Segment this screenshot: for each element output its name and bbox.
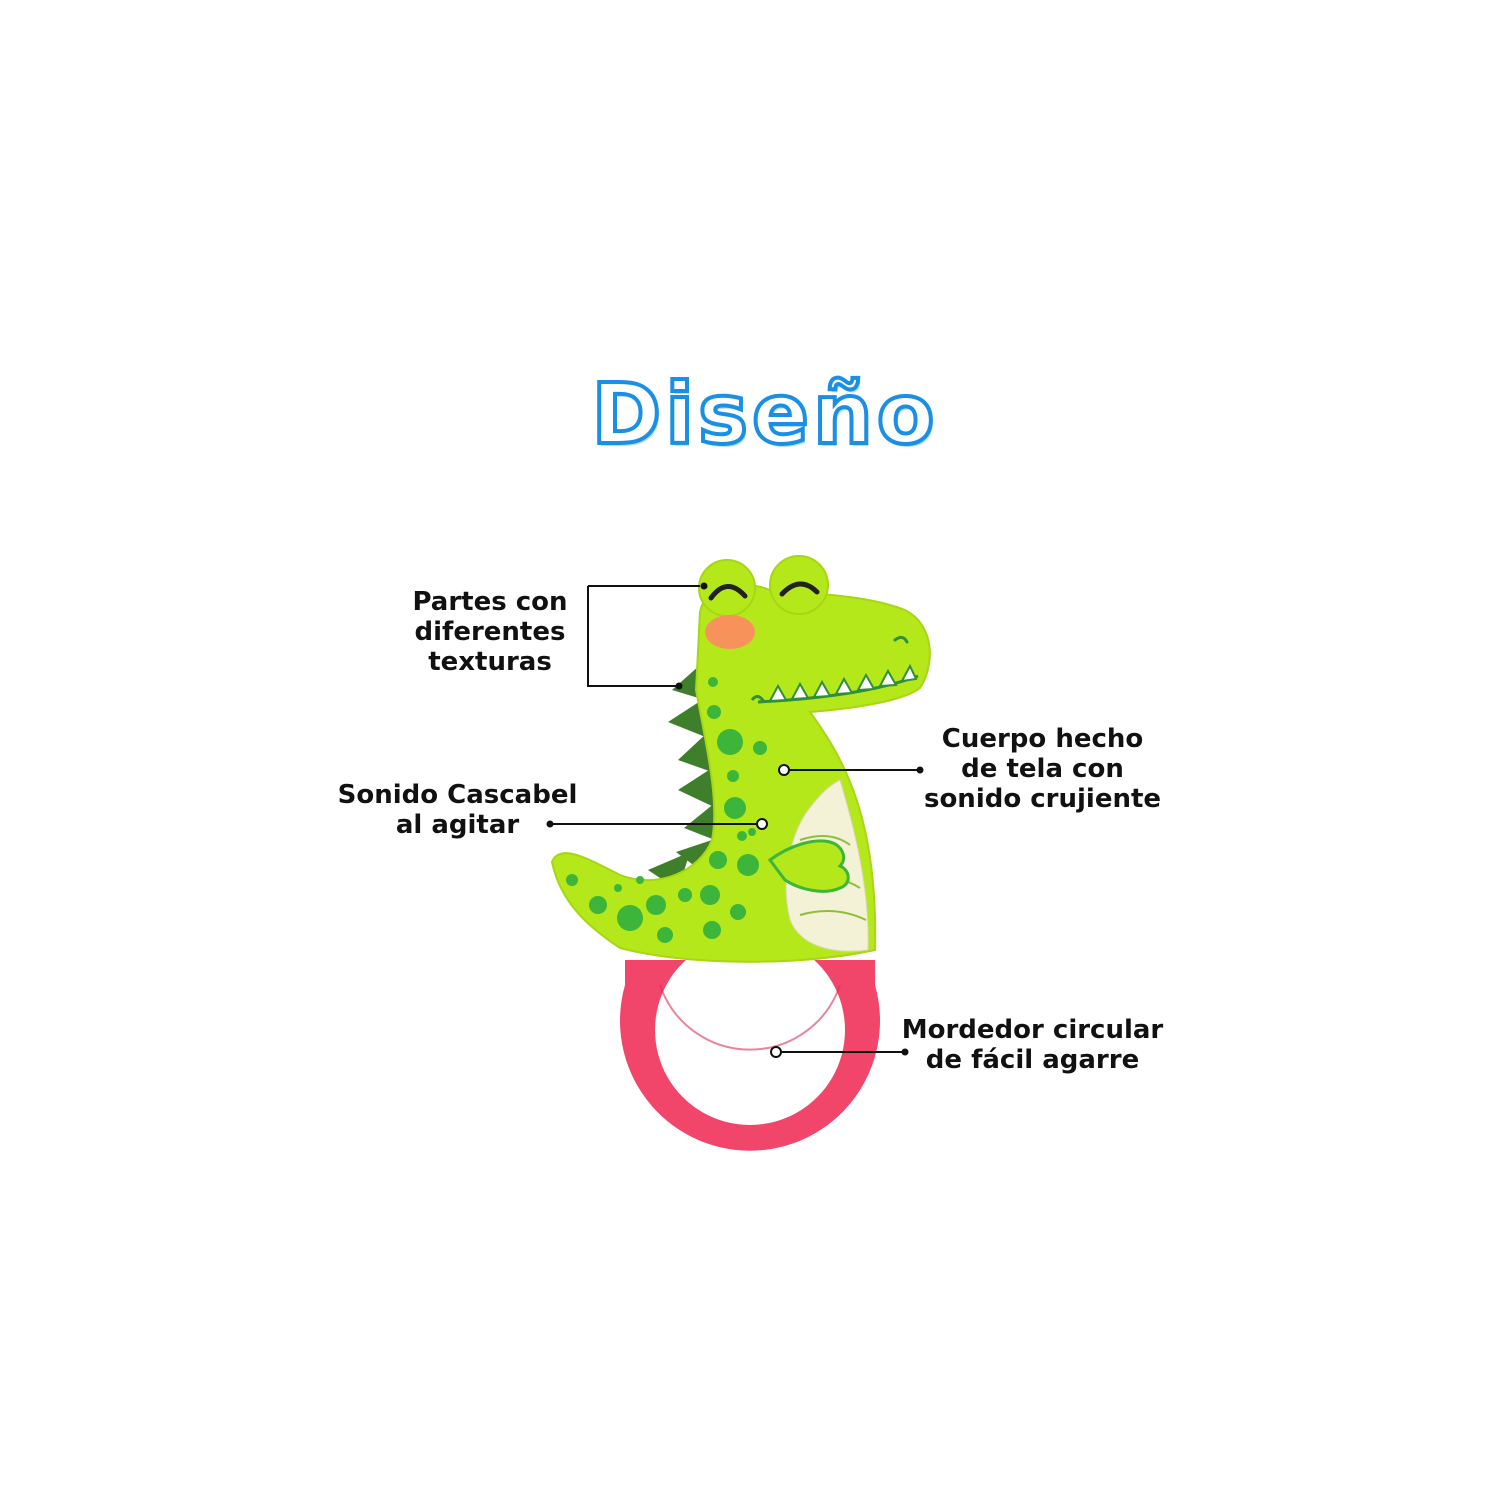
callout-body-connector bbox=[778, 764, 924, 776]
callout-line: Cuerpo hecho bbox=[941, 724, 1144, 754]
cheek bbox=[705, 615, 755, 649]
callout-teether-connector bbox=[770, 1046, 909, 1058]
closed-eye-icon bbox=[708, 584, 748, 601]
callout-line: diferentes bbox=[414, 617, 566, 647]
closed-eye-icon bbox=[779, 581, 820, 597]
teether-ring bbox=[620, 935, 880, 1151]
callout-line: Partes con bbox=[412, 587, 568, 617]
callout-line: texturas bbox=[428, 647, 552, 677]
callout-rattle-connector bbox=[546, 818, 768, 830]
arm bbox=[767, 839, 850, 893]
callout-line: al agitar bbox=[395, 810, 520, 840]
callout-rattle-label: Sonido Cascabel al agitar bbox=[330, 780, 585, 840]
callout-line: Mordedor circular bbox=[901, 1015, 1164, 1045]
callout-textures-connector bbox=[587, 582, 708, 690]
callout-line: de tela con bbox=[961, 754, 1124, 784]
callout-textures-label: Partes con diferentes texturas bbox=[405, 587, 575, 677]
eye-bumps bbox=[698, 555, 829, 617]
callout-line: Sonido Cascabel bbox=[337, 780, 578, 810]
page-title: Diseño bbox=[590, 365, 939, 463]
callout-line: sonido crujiente bbox=[923, 784, 1162, 814]
callout-teether-label: Mordedor circular de fácil agarre bbox=[895, 1015, 1170, 1075]
mouth-with-teeth bbox=[750, 663, 919, 704]
body-spots bbox=[566, 677, 767, 943]
callout-line: de fácil agarre bbox=[925, 1045, 1140, 1075]
callout-body-label: Cuerpo hecho de tela con sonido crujient… bbox=[915, 724, 1170, 814]
